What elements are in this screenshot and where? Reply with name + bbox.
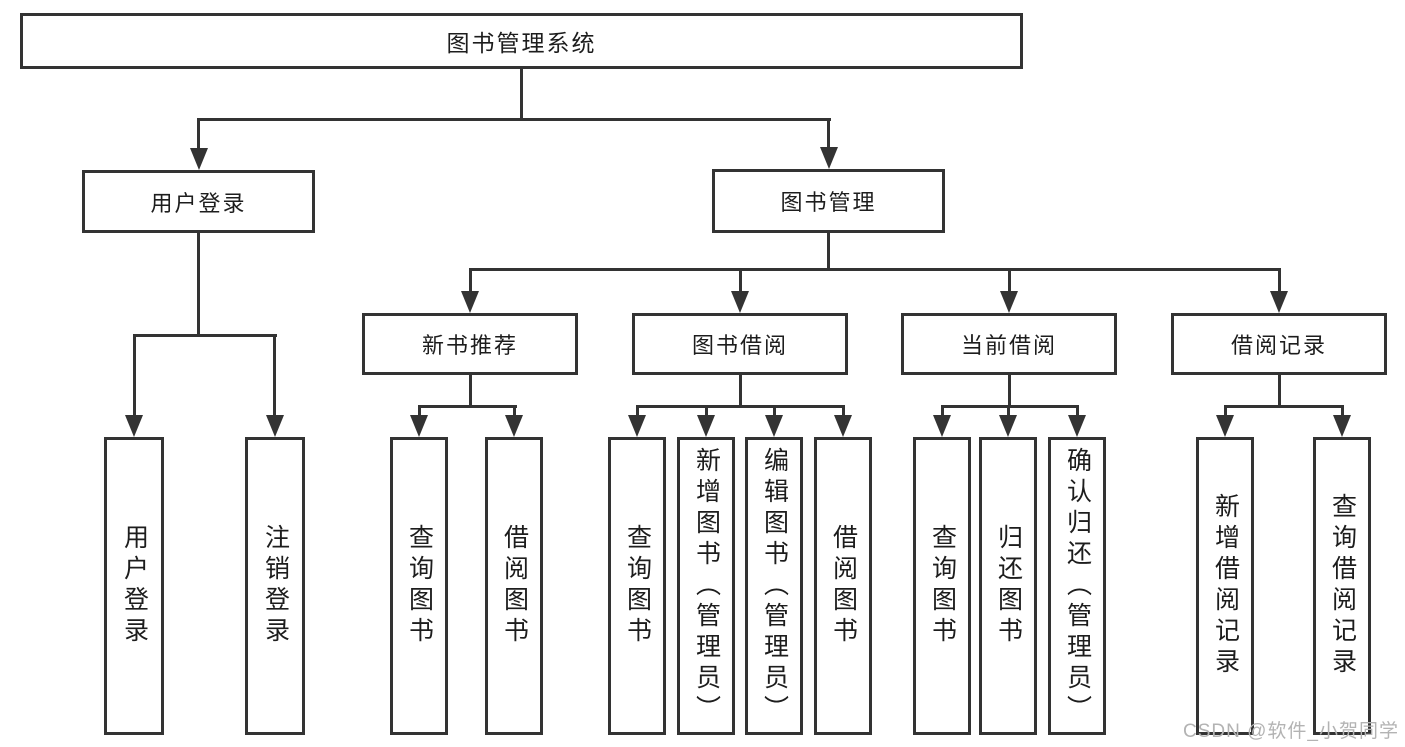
connector-line (1224, 405, 1227, 419)
connector-line (1278, 375, 1281, 408)
leaf-logout: 注销登录 (245, 437, 305, 735)
connector-line (197, 118, 831, 121)
connector-line (520, 68, 523, 120)
connector-line (469, 375, 472, 408)
arrowhead-down-icon (1216, 415, 1234, 437)
arrowhead-down-icon (266, 415, 284, 437)
node-label: 确认归还（管理员） (1063, 446, 1092, 726)
connector-line (1224, 405, 1344, 408)
connector-line (1007, 405, 1010, 419)
arrowhead-down-icon (999, 415, 1017, 437)
connector-line (133, 334, 136, 419)
arrowhead-down-icon (1068, 415, 1086, 437)
leaf-add-book-admin: 新增图书（管理员） (677, 437, 735, 735)
arrowhead-down-icon (505, 415, 523, 437)
connector-line (705, 405, 708, 419)
node-label: 查询图书 (928, 524, 957, 648)
connector-line (636, 405, 639, 419)
leaf-query-books-current: 查询图书 (913, 437, 971, 735)
connector-line (827, 118, 830, 154)
node-book-borrowing: 图书借阅 (632, 313, 848, 375)
leaf-query-borrow-record: 查询借阅记录 (1313, 437, 1371, 735)
node-label: 借阅图书 (500, 524, 529, 648)
arrowhead-down-icon (1333, 415, 1351, 437)
connector-line (1008, 268, 1011, 296)
leaf-borrow-books-recommend: 借阅图书 (485, 437, 543, 735)
node-current-borrowing: 当前借阅 (901, 313, 1117, 375)
connector-line (133, 334, 277, 337)
node-label: 查询图书 (405, 524, 434, 648)
node-label: 图书借阅 (691, 333, 788, 358)
connector-line (773, 405, 776, 419)
arrowhead-down-icon (190, 148, 208, 170)
node-label: 查询图书 (623, 524, 652, 648)
csdn-watermark: CSDN @软件_小贺同学 (1183, 721, 1399, 742)
node-label: 查询借阅记录 (1328, 493, 1357, 679)
connector-line (418, 405, 421, 419)
node-label: 新书推荐 (421, 333, 518, 358)
connector-line (1076, 405, 1079, 419)
arrowhead-down-icon (628, 415, 646, 437)
arrowhead-down-icon (410, 415, 428, 437)
leaf-query-books-recommend: 查询图书 (390, 437, 448, 735)
node-book-management: 图书管理 (712, 169, 945, 233)
leaf-return-books: 归还图书 (979, 437, 1037, 735)
node-label: 图书管理 (780, 190, 877, 215)
node-user-login: 用户登录 (82, 170, 315, 233)
connector-line (636, 405, 845, 408)
connector-line (273, 334, 276, 419)
connector-line (1341, 405, 1344, 419)
connector-line (1008, 375, 1011, 408)
leaf-edit-book-admin: 编辑图书（管理员） (745, 437, 803, 735)
arrowhead-down-icon (731, 291, 749, 313)
connector-line (827, 232, 830, 270)
node-borrowing-records: 借阅记录 (1171, 313, 1387, 375)
connector-line (941, 405, 1079, 408)
node-label: 当前借阅 (960, 333, 1057, 358)
arrowhead-down-icon (1000, 291, 1018, 313)
node-new-book-recommend: 新书推荐 (362, 313, 578, 375)
connector-line (842, 405, 845, 419)
arrowhead-down-icon (461, 291, 479, 313)
node-library-management-system: 图书管理系统 (20, 13, 1023, 69)
connector-line (197, 118, 200, 154)
arrowhead-down-icon (765, 415, 783, 437)
arrowhead-down-icon (697, 415, 715, 437)
arrowhead-down-icon (820, 147, 838, 169)
leaf-confirm-return-admin: 确认归还（管理员） (1048, 437, 1106, 735)
connector-line (739, 375, 742, 408)
connector-line (197, 233, 200, 336)
connector-line (739, 268, 742, 296)
leaf-user-login: 用户登录 (104, 437, 164, 735)
node-label: 新增借阅记录 (1211, 493, 1240, 679)
connector-line (1278, 268, 1281, 296)
node-label: 注销登录 (261, 524, 290, 648)
leaf-borrow-books-borrowing: 借阅图书 (814, 437, 872, 735)
node-label: 用户登录 (120, 524, 149, 648)
node-label: 新增图书（管理员） (692, 446, 721, 726)
arrowhead-down-icon (1270, 291, 1288, 313)
connector-line (513, 405, 516, 419)
node-label: 用户登录 (150, 190, 247, 216)
leaf-query-books-borrowing: 查询图书 (608, 437, 666, 735)
arrowhead-down-icon (834, 415, 852, 437)
node-label: 图书管理系统 (446, 30, 597, 56)
arrowhead-down-icon (933, 415, 951, 437)
connector-line (469, 268, 1280, 271)
node-label: 借阅记录 (1230, 333, 1327, 358)
node-label: 借阅图书 (829, 524, 858, 648)
connector-line (941, 405, 944, 419)
node-label: 编辑图书（管理员） (760, 446, 789, 726)
leaf-add-borrow-record: 新增借阅记录 (1196, 437, 1254, 735)
node-label: 归还图书 (994, 524, 1023, 648)
arrowhead-down-icon (125, 415, 143, 437)
connector-line (418, 405, 517, 408)
connector-line (469, 268, 472, 296)
